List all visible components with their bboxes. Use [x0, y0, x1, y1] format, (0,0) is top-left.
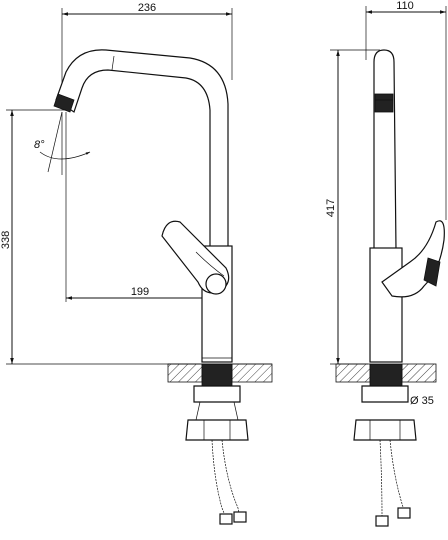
front-view: 236 8° 338 199: [0, 2, 273, 525]
mount-washer: [193, 385, 241, 403]
side-hose-right: [389, 439, 405, 511]
side-washer: [361, 385, 409, 403]
side-counter-right: [401, 363, 437, 383]
side-body: [369, 247, 403, 363]
side-nut: [353, 419, 417, 441]
counter-right: [231, 363, 273, 383]
side-fitting-right: [397, 507, 411, 519]
dim-diameter: Ø 35: [410, 395, 434, 407]
mount-nut: [185, 419, 249, 441]
side-handle-cap: [423, 257, 441, 287]
handle-detail: [195, 251, 225, 277]
mount-shank: [201, 363, 233, 387]
side-counter-left: [335, 363, 371, 383]
hose-left: [211, 439, 227, 519]
dim-reach: 199: [131, 286, 149, 298]
spout: [55, 49, 229, 249]
dim-width-side: 110: [396, 0, 414, 12]
side-view: 110 417 Ø 35: [325, 0, 447, 527]
side-spout: [373, 49, 397, 251]
side-hose-left: [379, 439, 383, 517]
hose-fitting-left: [219, 513, 233, 525]
angle-arc: [39, 151, 91, 160]
nut-edge-right: [233, 401, 239, 421]
dim-height-total: 417: [325, 199, 337, 217]
handle-pivot: [205, 273, 227, 295]
side-aerator: [374, 93, 394, 113]
nut-edge-left: [195, 401, 201, 421]
angle-line: [47, 111, 63, 173]
side-fitting-left: [375, 515, 389, 527]
spout-joint: [111, 55, 115, 71]
dim-height-spout: 338: [0, 231, 12, 249]
hose-right: [221, 439, 241, 519]
counter-left: [167, 363, 203, 383]
aerator: [53, 93, 75, 113]
side-shank: [369, 363, 403, 387]
dim-angle: 8°: [34, 139, 45, 151]
hose-fitting-right: [233, 511, 247, 523]
dim-width-front: 236: [138, 2, 156, 14]
